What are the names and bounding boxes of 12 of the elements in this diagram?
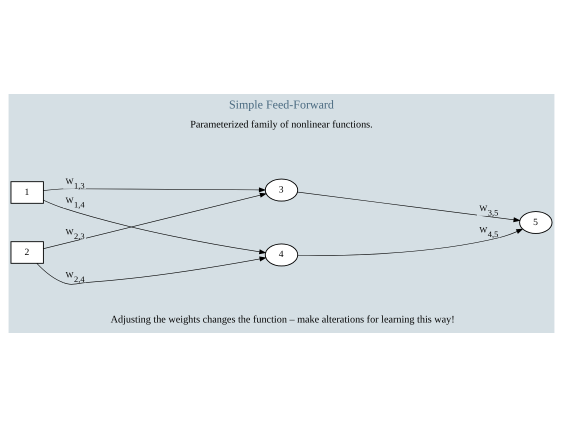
node-box: 2 xyxy=(10,240,44,264)
arrow xyxy=(43,199,266,254)
node-ellipse: 5 xyxy=(519,210,552,234)
arrow xyxy=(43,186,266,192)
node-ellipse: 3 xyxy=(264,178,298,201)
label: Adjusting the weights changes the function – make alterations for learning this way! xyxy=(110,314,455,325)
node-box: 1 xyxy=(10,180,44,204)
label: Parameterized family of nonlinear functions. xyxy=(190,119,373,130)
node-ellipse: 4 xyxy=(264,243,298,266)
arrow xyxy=(298,228,524,256)
diagram-title: Simple Feed-Forward xyxy=(228,96,334,111)
arrow xyxy=(297,191,521,222)
